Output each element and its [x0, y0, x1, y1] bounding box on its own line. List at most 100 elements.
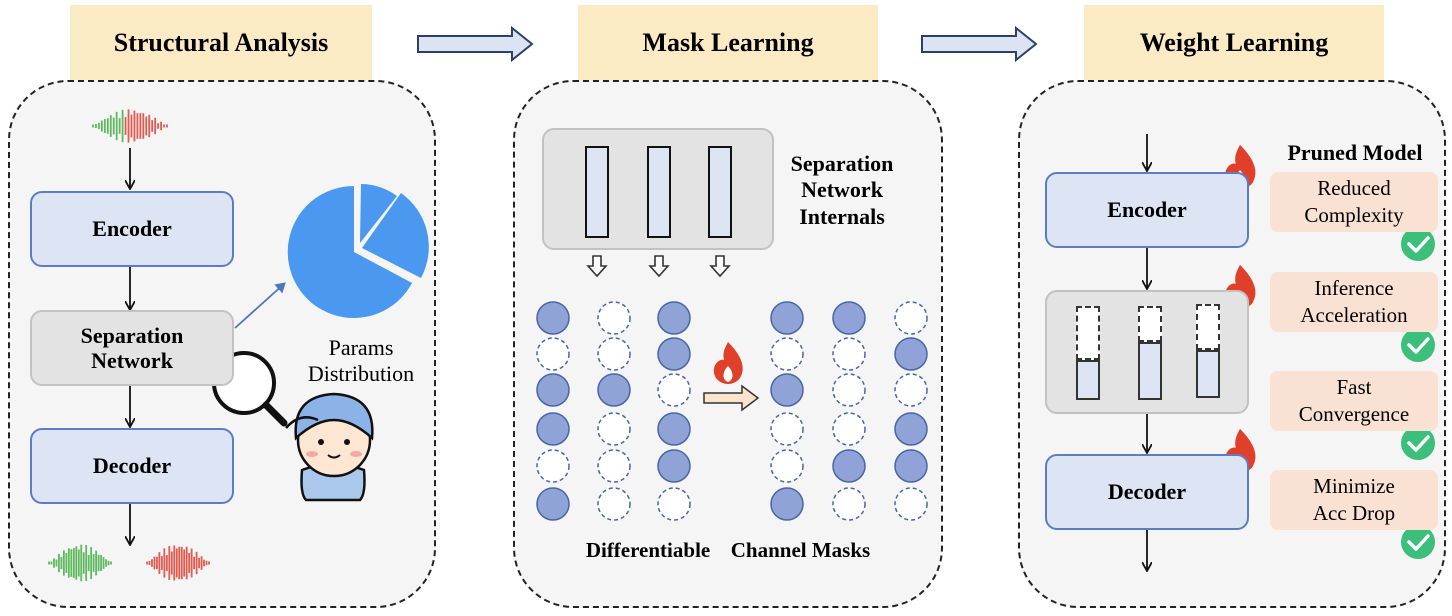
- decoder-block: Decoder: [30, 428, 234, 504]
- cartoon-inspector-icon: [285, 392, 374, 502]
- masked-channel-node: [597, 449, 631, 483]
- benefit-minimize-acc-drop: Minimize Acc Drop: [1270, 470, 1438, 530]
- active-channel-node: [657, 449, 691, 483]
- output-waveform-red: [146, 545, 210, 581]
- benefit-fast-convergence: Fast Convergence: [1270, 371, 1438, 431]
- separation-label-line2: Network: [91, 348, 173, 373]
- masked-channel-node: [770, 337, 804, 371]
- internals-label-line2: Network: [801, 177, 883, 203]
- benefit-1-line1: Reduced: [1317, 175, 1391, 200]
- active-channel-node: [657, 301, 691, 335]
- benefit-4-line2: Acc Drop: [1312, 501, 1396, 525]
- pruned-portion: [1196, 304, 1220, 350]
- active-channel-node: [894, 449, 928, 483]
- params-label-line2: Distribution: [307, 361, 415, 387]
- pruned-layer: [1138, 306, 1162, 400]
- params-label-line1: Params: [328, 335, 394, 360]
- internals-label: Separation Network Internals: [778, 151, 906, 230]
- arrow-to-params-pie: [234, 282, 286, 329]
- pruned-model-title: Pruned Model: [1287, 140, 1423, 165]
- stage-arrow-1: [417, 25, 534, 63]
- stage-title-mask-learning: Mask Learning: [578, 5, 878, 81]
- down-arrow-icon: [709, 255, 731, 278]
- pruned-portion: [1076, 306, 1100, 360]
- benefit-3-line1: Fast: [1336, 374, 1372, 399]
- pruned-layer: [1196, 304, 1220, 398]
- check-icons: [1401, 227, 1435, 559]
- masked-channel-node: [597, 301, 631, 335]
- check-icon: [1401, 426, 1435, 460]
- kept-portion: [1138, 342, 1162, 400]
- masked-channel-node: [536, 449, 570, 483]
- output-waveform-green: [48, 544, 112, 582]
- masked-channel-node: [597, 487, 631, 521]
- internals-label-line3: Internals: [799, 203, 885, 229]
- active-channel-node: [657, 412, 691, 446]
- benefit-2-line2: Acceleration: [1300, 303, 1408, 327]
- caption-channel-masks: Channel Masks: [730, 538, 871, 562]
- down-arrow-icon: [648, 255, 670, 278]
- masked-channel-node: [832, 412, 866, 446]
- down-arrow-icon: [586, 255, 608, 278]
- active-channel-node: [536, 373, 570, 407]
- pie-chart-icon: [287, 184, 429, 318]
- learning-arrow: [703, 384, 760, 412]
- active-channel-node: [770, 373, 804, 407]
- kept-portion: [1196, 350, 1220, 398]
- active-channel-node: [832, 449, 866, 483]
- decoder-label: Decoder: [92, 453, 172, 479]
- stage-title-weight-learning: Weight Learning: [1084, 5, 1384, 81]
- active-channel-node: [536, 487, 570, 521]
- params-distribution-label: Params Distribution: [296, 335, 426, 388]
- active-channel-node: [536, 301, 570, 335]
- check-icon: [1401, 525, 1435, 559]
- active-channel-node: [597, 373, 631, 407]
- internal-layer-3: [708, 146, 732, 238]
- active-channel-node: [894, 412, 928, 446]
- active-channel-node: [832, 301, 866, 335]
- mask-down-arrows: [586, 255, 731, 278]
- channel-mask-nodes: [536, 301, 928, 521]
- masked-channel-node: [894, 487, 928, 521]
- masked-channel-node: [597, 412, 631, 446]
- masked-channel-node: [894, 373, 928, 407]
- active-channel-node: [894, 337, 928, 371]
- decoder-label-pruned: Decoder: [1107, 479, 1187, 505]
- flame-icon: [713, 342, 743, 384]
- stage-arrow-2: [921, 25, 1038, 63]
- masked-channel-node: [770, 412, 804, 446]
- active-channel-node: [770, 487, 804, 521]
- pruned-portion: [1138, 306, 1162, 342]
- masked-channel-node: [832, 487, 866, 521]
- internals-label-line1: Separation: [790, 151, 894, 176]
- benefit-3-line2: Convergence: [1298, 402, 1410, 426]
- input-waveform: [92, 109, 168, 143]
- masked-channel-node: [770, 449, 804, 483]
- active-channel-node: [657, 337, 691, 371]
- check-icon: [1401, 328, 1435, 362]
- masked-channel-node: [597, 337, 631, 371]
- benefit-4-line1: Minimize: [1313, 473, 1395, 498]
- benefit-reduced-complexity: Reduced Complexity: [1270, 172, 1438, 232]
- pruned-layer: [1076, 306, 1100, 400]
- internal-layer-1: [585, 146, 609, 238]
- benefit-1-line2: Complexity: [1304, 203, 1404, 227]
- caption-differentiable: Differentiable: [585, 538, 711, 562]
- benefit-2-line1: Inference: [1314, 275, 1394, 300]
- masked-channel-node: [657, 487, 691, 521]
- encoder-label-pruned: Encoder: [1107, 197, 1187, 223]
- stage-title-structural-analysis: Structural Analysis: [70, 5, 372, 81]
- masked-channel-node: [832, 373, 866, 407]
- kept-portion: [1076, 360, 1100, 400]
- decoder-block-pruned: Decoder: [1045, 454, 1249, 530]
- separation-network-block: Separation Network: [30, 310, 234, 386]
- benefit-inference-acceleration: Inference Acceleration: [1270, 272, 1438, 332]
- encoder-block-pruned: Encoder: [1045, 172, 1249, 248]
- active-channel-node: [536, 412, 570, 446]
- masked-channel-node: [832, 337, 866, 371]
- encoder-label: Encoder: [92, 216, 172, 242]
- masked-channel-node: [894, 301, 928, 335]
- masked-channel-node: [536, 337, 570, 371]
- active-channel-node: [770, 301, 804, 335]
- check-icon: [1401, 227, 1435, 261]
